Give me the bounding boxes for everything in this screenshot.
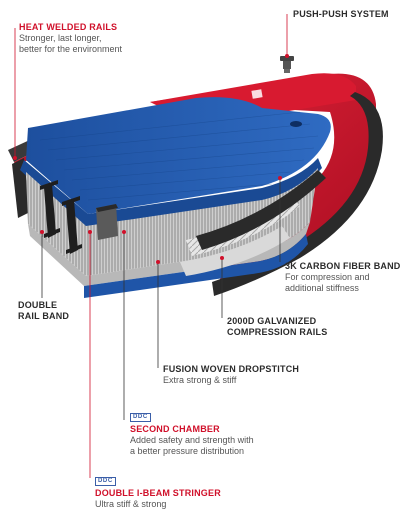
label-heat-welded-rails: HEAT WELDED RAILS Stronger, last longer,… xyxy=(19,22,122,55)
heat-welded-rails-title: HEAT WELDED RAILS xyxy=(19,22,118,32)
heat-welded-rails-desc-1: Stronger, last longer, xyxy=(19,33,102,43)
double-rail-title-1: DOUBLE xyxy=(18,300,58,310)
carbon-band xyxy=(196,170,326,250)
label-galvanized-rails: 2000D GALVANIZED COMPRESSION RAILS xyxy=(227,316,327,338)
label-i-beam-stringer: DDC DOUBLE I-BEAM STRINGER Ultra stiff &… xyxy=(95,469,221,510)
galvanized-title-2: COMPRESSION RAILS xyxy=(227,327,328,337)
galvanized-rail-lower xyxy=(180,226,290,276)
double-rail-title-2: RAIL BAND xyxy=(18,311,70,321)
label-push-push-system: PUSH-PUSH SYSTEM xyxy=(293,9,389,20)
fusion-title: FUSION WOVEN DROPSTITCH xyxy=(163,364,300,374)
heat-welded-rails-desc-2: better for the environment xyxy=(19,44,123,54)
galvanized-title-1: 2000D GALVANIZED xyxy=(227,316,317,326)
blue-bottom-layer xyxy=(84,234,308,298)
carbon-band-title: 3K CARBON FIBER BAND xyxy=(285,261,401,271)
i-beam-title: DOUBLE I-BEAM STRINGER xyxy=(95,488,221,498)
push-push-valve xyxy=(280,56,294,73)
label-carbon-band: 3K CARBON FIBER BAND For compression and… xyxy=(285,261,401,294)
leader-lines xyxy=(14,14,288,478)
second-chamber-desc-1: Added safety and strength with xyxy=(130,435,254,445)
ddc-badge-i-beam: DDC xyxy=(95,477,116,486)
logo-mark xyxy=(251,89,263,99)
push-push-title: PUSH-PUSH SYSTEM xyxy=(293,9,389,19)
i-beam-desc: Ultra stiff & strong xyxy=(95,499,167,509)
valve-hole xyxy=(290,121,302,127)
i-beam-stringers xyxy=(40,180,82,254)
second-chamber-title: SECOND CHAMBER xyxy=(130,424,220,434)
fusion-desc: Extra strong & stiff xyxy=(163,375,237,385)
carbon-band-desc-1: For compression and xyxy=(285,272,370,282)
deck-grid-texture xyxy=(39,111,319,201)
second-chamber xyxy=(96,204,118,240)
leader-dots xyxy=(13,54,289,264)
blue-deck-top xyxy=(26,97,331,214)
second-chamber-desc-2: a better pressure distribution xyxy=(130,446,245,456)
label-double-rail-band: DOUBLE RAIL BAND xyxy=(18,300,69,322)
label-fusion-dropstitch: FUSION WOVEN DROPSTITCH Extra strong & s… xyxy=(163,364,299,386)
label-second-chamber: DDC SECOND CHAMBER Added safety and stre… xyxy=(130,405,254,457)
carbon-band-desc-2: additional stiffness xyxy=(285,283,359,293)
ddc-badge-second-chamber: DDC xyxy=(130,413,151,422)
